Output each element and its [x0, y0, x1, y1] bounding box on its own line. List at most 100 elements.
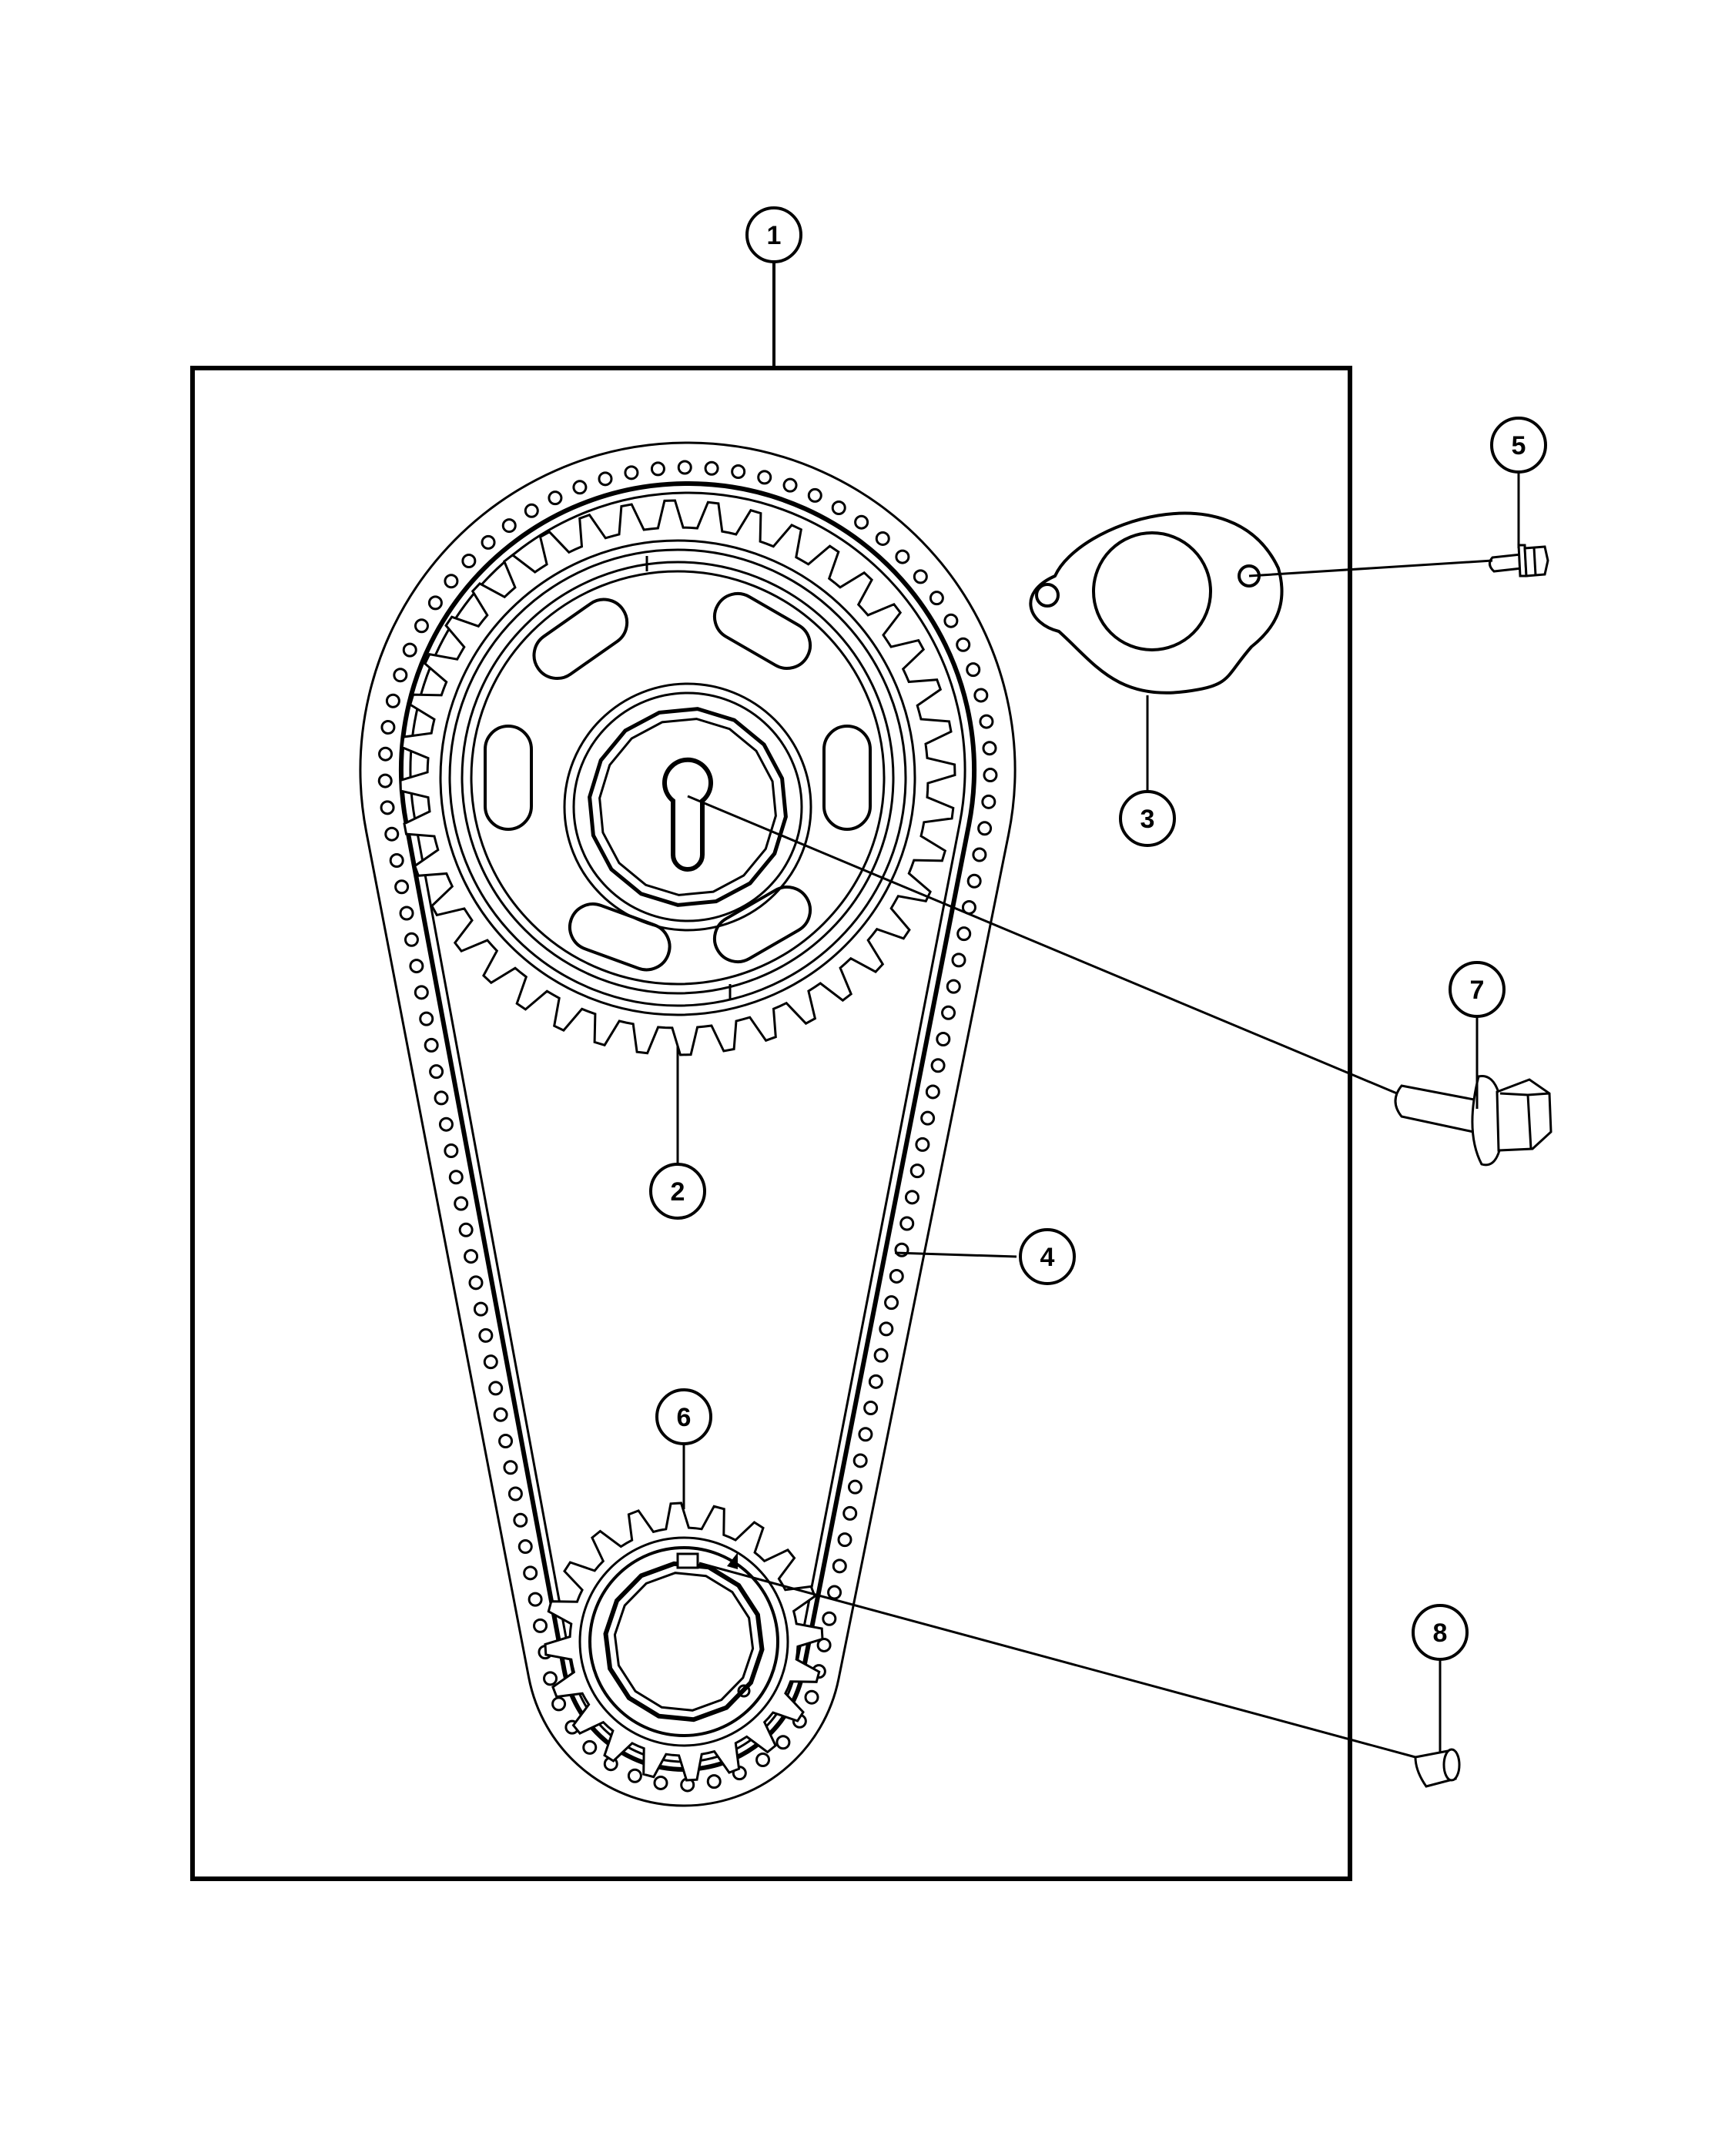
- cam-hub-ring-3: [461, 561, 895, 995]
- chain-pin: [943, 613, 959, 628]
- callout-1: 1: [745, 206, 802, 263]
- chain-pin: [936, 1032, 951, 1047]
- chain-pin: [915, 1137, 930, 1152]
- chain-pin: [930, 1058, 946, 1073]
- timing-chain: [359, 441, 1017, 1807]
- chain-pin: [951, 952, 966, 968]
- callout-6: 6: [655, 1388, 712, 1445]
- chain-pin: [966, 873, 982, 889]
- chain-pin: [377, 773, 393, 788]
- chain-pin: [543, 1671, 558, 1686]
- chain-pin: [946, 979, 961, 994]
- chain-pin: [956, 926, 972, 942]
- thrust-plate-outline: [1029, 511, 1284, 695]
- leader-8b: [698, 1562, 1416, 1759]
- cam-hub-ring-2: [448, 548, 907, 1007]
- callout-label: 6: [677, 1403, 692, 1432]
- chain-pin: [483, 1354, 498, 1370]
- cam-slot: [712, 886, 812, 964]
- chain-pin: [551, 1696, 567, 1712]
- chain-pin: [895, 549, 910, 564]
- chain-pin: [501, 518, 517, 534]
- chain-pin: [650, 461, 665, 477]
- cam-center-hub-inner: [598, 718, 777, 896]
- chain-pin: [572, 480, 588, 495]
- crank-sprocket-teeth: [544, 1502, 824, 1782]
- chain-pin: [875, 531, 890, 546]
- callout-circle: [1490, 417, 1547, 474]
- chain-outer-edge: [359, 441, 1017, 1807]
- chain-pin: [653, 1775, 668, 1790]
- leader-4: [894, 1251, 1017, 1258]
- chain-pin: [807, 487, 822, 503]
- callout-circle: [1412, 1604, 1469, 1661]
- chain-pin: [904, 1190, 919, 1205]
- camshaft-bolt-hex-face: [1499, 1092, 1550, 1150]
- chain-pin: [731, 464, 746, 480]
- chain-pin: [837, 1532, 852, 1548]
- chain-pin: [899, 1216, 915, 1231]
- cam-hub-ring-1: [439, 539, 916, 1016]
- chain-pin: [454, 1196, 469, 1211]
- chain-pin: [852, 1453, 868, 1468]
- callout-label: 3: [1141, 805, 1155, 834]
- callout-5: 5: [1490, 417, 1547, 474]
- thrust-plate-bolt-head-edge: [1532, 547, 1537, 576]
- chain-pin: [981, 794, 996, 809]
- cam-slot: [484, 725, 533, 831]
- chain-pin: [548, 490, 563, 506]
- callout-8: 8: [1412, 1604, 1469, 1661]
- kit-frame: [190, 366, 1352, 1881]
- chain-pin: [706, 1774, 722, 1789]
- chain-pin: [380, 720, 396, 735]
- chain-pin: [461, 553, 477, 568]
- crank-center-bore: [603, 1561, 765, 1722]
- chain-pin: [399, 906, 414, 921]
- chain-pin: [879, 1321, 894, 1337]
- camshaft-bolt-flange: [1471, 1075, 1505, 1167]
- chain-pin: [858, 1427, 873, 1442]
- chain-pin: [389, 852, 404, 868]
- chain-pin: [977, 821, 993, 836]
- chain-pin: [598, 471, 613, 487]
- chain-pin: [884, 1295, 899, 1311]
- chain-pin: [481, 534, 496, 550]
- cam-slot: [822, 725, 872, 831]
- callout-3: 3: [1119, 790, 1176, 847]
- chain-pin: [804, 1689, 819, 1705]
- chain-pin: [925, 1084, 940, 1100]
- cam-hub-ring-4: [470, 570, 886, 986]
- callout-circle: [1119, 790, 1176, 847]
- crankshaft-sprocket: [544, 1502, 824, 1782]
- leader-7b: [687, 795, 1398, 1095]
- callout-label: 7: [1470, 976, 1485, 1005]
- chain-pin: [528, 1592, 543, 1607]
- chain-pin: [429, 1064, 444, 1080]
- dowel-pin: [1414, 1748, 1461, 1788]
- chain-pin: [427, 595, 443, 611]
- dowel-pin-end: [1442, 1748, 1461, 1782]
- chain-pin: [468, 1275, 484, 1291]
- cam-slot: [532, 598, 629, 681]
- chain-pin: [847, 1479, 862, 1495]
- chain-pin: [966, 662, 981, 678]
- chain-pin: [979, 714, 994, 729]
- crank-center-bore-inner: [613, 1572, 755, 1712]
- callout-circle: [1449, 961, 1506, 1018]
- chain-pin: [385, 693, 400, 708]
- callout-circle: [655, 1388, 712, 1445]
- callout-label: 8: [1433, 1619, 1448, 1648]
- chain-pin: [677, 460, 692, 475]
- chain-pin: [873, 1348, 889, 1363]
- chain-pin: [863, 1401, 879, 1416]
- callout-circle: [1019, 1228, 1076, 1285]
- chain-pin: [832, 1558, 847, 1574]
- chain-pin: [627, 1768, 642, 1783]
- thrust-plate-bolt-hole-left: [1035, 583, 1060, 608]
- callout-label: 1: [767, 221, 782, 250]
- chain-pin: [438, 1116, 454, 1132]
- chain-pin: [434, 1090, 449, 1106]
- chain-pin: [478, 1327, 494, 1343]
- chain-pin: [402, 642, 417, 658]
- chain-pin: [624, 465, 639, 480]
